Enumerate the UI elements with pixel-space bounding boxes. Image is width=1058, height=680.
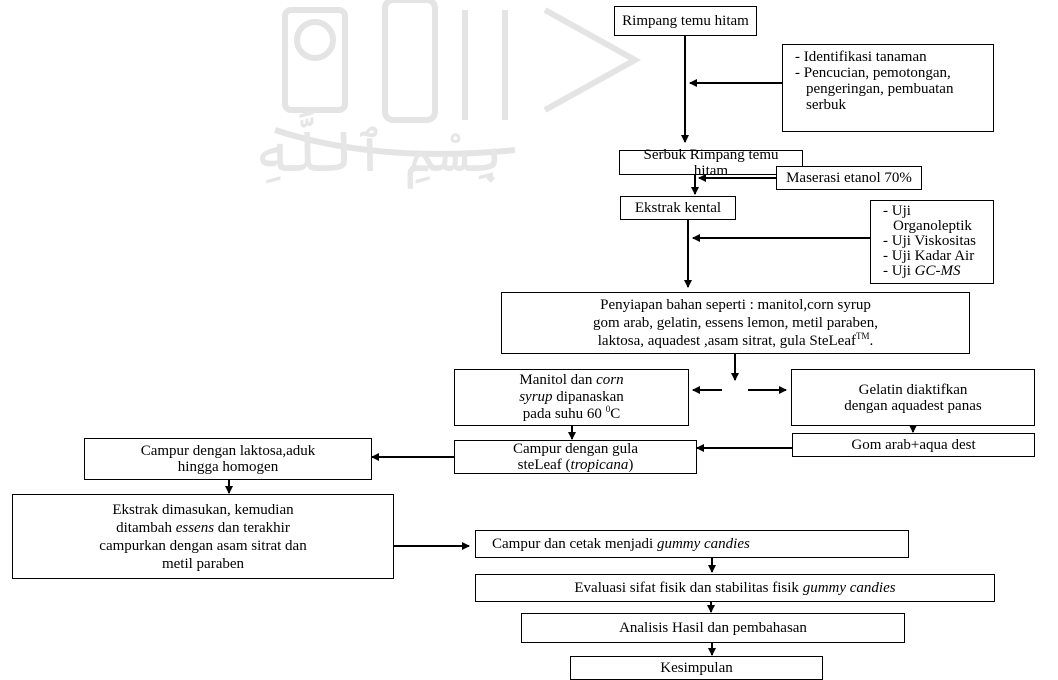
node-ekstrak-kental: Ekstrak kental xyxy=(620,196,736,220)
node-cetak: Campur dan cetak menjadi gummy candies xyxy=(475,530,909,558)
node-campur-gula: Campur dengan gula steLeaf (tropicana) xyxy=(454,440,697,474)
node-uji-list: - Uji Organoleptik - Uji Viskositas - Uj… xyxy=(870,200,994,284)
node-evaluasi: Evaluasi sifat fisik dan stabilitas fisi… xyxy=(475,574,995,602)
node-gelatin: Gelatin diaktifkan dengan aquadest panas xyxy=(791,369,1035,426)
node-kesimpulan: Kesimpulan xyxy=(570,656,823,680)
node-gom-arab: Gom arab+aqua dest xyxy=(792,433,1035,457)
node-prep-notes: - Identifikasi tanaman - Pencucian, pemo… xyxy=(782,44,994,132)
node-penyiapan: Penyiapan bahan seperti : manitol,corn s… xyxy=(501,292,970,354)
node-serbuk: Serbuk Rimpang temu hitam xyxy=(619,147,803,179)
node-maserasi: Maserasi etanol 70% xyxy=(776,166,922,190)
node-manitol: Manitol dan corn syrup dipanaskan pada s… xyxy=(454,369,689,426)
node-ekstrak-dimasukan: Ekstrak dimasukan, kemudian ditambah ess… xyxy=(12,494,394,579)
node-laktosa: Campur dengan laktosa,aduk hingga homoge… xyxy=(84,438,372,480)
node-rimpang: Rimpang temu hitam xyxy=(614,6,757,36)
watermark-text: بِسْمِ ٱللَّهِ xyxy=(255,120,503,185)
node-analisis: Analisis Hasil dan pembahasan xyxy=(521,613,905,643)
